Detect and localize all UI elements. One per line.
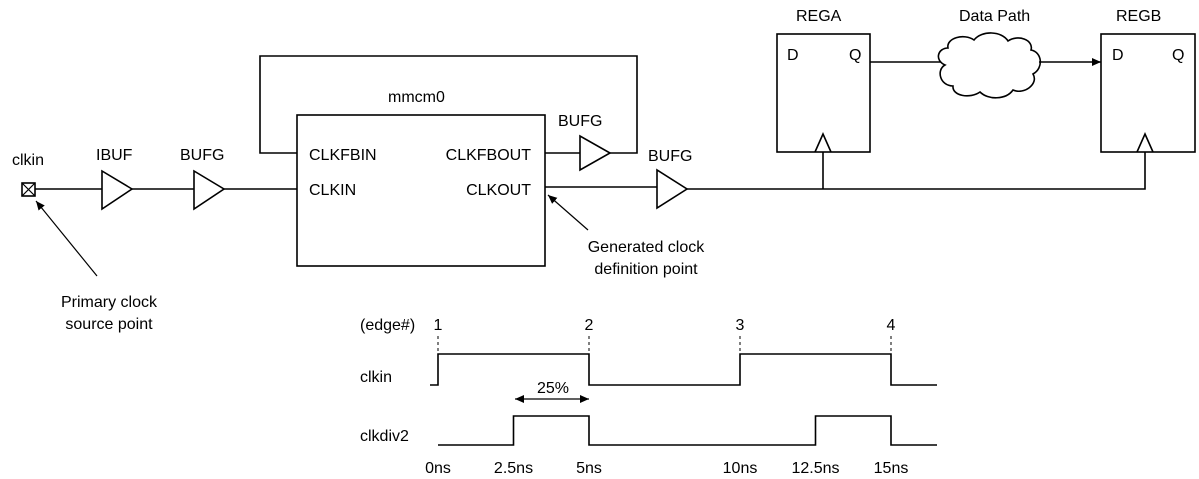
mmcm-clkfbout-pin: CLKFBOUT [446,147,532,164]
feedback-loop-wire [259,55,638,154]
time-label: 10ns [723,460,758,477]
edge-number-3: 3 [736,317,745,334]
bufg-fb-buffer-icon [579,134,612,172]
rega-block [776,33,871,153]
time-label: 5ns [576,460,602,477]
edge-number-header: (edge#) [360,317,415,334]
generated-note-line2: definition point [594,261,698,278]
clkin-port-label: clkin [12,152,44,169]
time-label: 2.5ns [494,460,533,477]
mmcm-clkfbin-pin: CLKFBIN [309,147,377,164]
time-label: 12.5ns [791,460,839,477]
rega-q-pin: Q [849,47,861,64]
regb-block [1100,33,1196,153]
clkdiv2-waveform [438,415,937,446]
data-path-cloud-icon [937,32,1042,99]
bufg-in-buffer-icon [193,169,226,211]
signal-name-clkin: clkin [360,369,392,386]
edge-number-4: 4 [887,317,896,334]
time-label: 15ns [874,460,909,477]
regb-clock-input-icon [1136,132,1154,153]
regb-d-pin: D [1112,47,1124,64]
time-axis: 0ns 2.5ns 5ns 10ns 12.5ns 15ns [425,460,908,477]
ibuf-label: IBUF [96,147,133,164]
edge-number-2: 2 [585,317,594,334]
edge-number-1: 1 [434,317,443,334]
data-path-label: Data Path [959,8,1030,25]
primary-note-line1: Primary clock [61,294,158,311]
rega-clock-input-icon [814,132,832,153]
duty-cycle-label: 25% [537,380,569,397]
bufg-fb-label: BUFG [558,113,602,130]
rega-d-pin: D [787,47,799,64]
signal-name-clkdiv2: clkdiv2 [360,428,409,445]
waveforms [430,353,937,446]
bufg-in-label: BUFG [180,147,224,164]
mmcm-clkin-pin: CLKIN [309,182,356,199]
ibuf-buffer-icon [101,169,134,211]
mmcm-block [296,114,546,267]
mmcm-clkout-pin: CLKOUT [466,182,531,199]
regb-q-pin: Q [1172,47,1184,64]
clock-net-wire [687,152,1146,190]
bufg-out-label: BUFG [648,148,692,165]
rega-name: REGA [796,8,842,25]
bufg-out-buffer-icon [656,168,689,210]
mmcm-name: mmcm0 [388,89,445,106]
primary-note-line2: source point [65,316,153,333]
time-label: 0ns [425,460,451,477]
edge-markers: 1 2 3 4 [434,317,896,354]
generated-clock-arrow [547,194,589,231]
clkin-waveform [430,353,937,386]
primary-clock-arrow [35,200,98,277]
generated-note-line1: Generated clock [588,239,706,256]
regb-name: REGB [1116,8,1161,25]
clkin-port-icon [21,182,36,197]
